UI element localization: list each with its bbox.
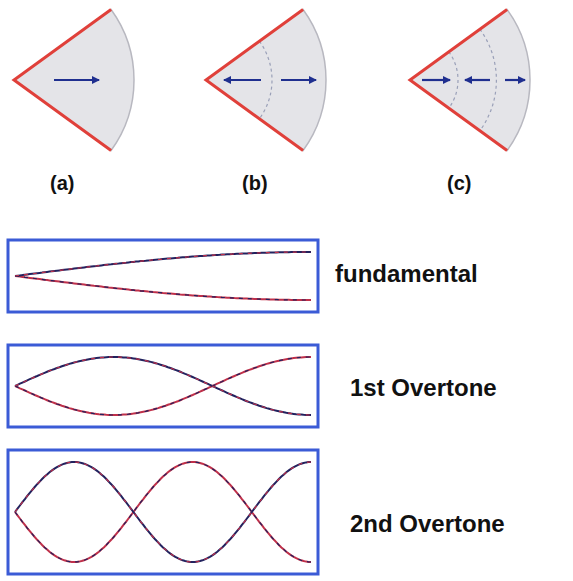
standing-wave [15, 462, 311, 562]
motion-arrow [465, 79, 490, 81]
standing-wave [15, 462, 311, 562]
panel-label: (b) [242, 172, 268, 195]
standing-wave [15, 252, 311, 276]
cone-sector [410, 9, 530, 150]
motion-arrow [54, 79, 99, 81]
standing-wave [15, 357, 311, 415]
cone-wall [410, 9, 507, 150]
wave-front [449, 52, 458, 108]
cone-sector [14, 9, 134, 150]
standing-wave [15, 357, 311, 415]
cone-wall [14, 9, 111, 150]
tube-box [8, 240, 318, 312]
cone-sector [206, 9, 326, 150]
standing-wave [15, 357, 311, 415]
standing-wave [15, 462, 311, 562]
tube-box [8, 450, 318, 574]
wave-front [259, 41, 272, 119]
standing-wave [15, 276, 311, 300]
panel-label: (c) [447, 172, 471, 195]
standing-wave [15, 462, 311, 562]
mode-label: fundamental [335, 260, 478, 288]
tube-box [8, 345, 318, 427]
panel-label: (a) [50, 172, 74, 195]
motion-arrow [422, 79, 450, 81]
motion-arrow [224, 79, 261, 81]
motion-arrow [505, 79, 525, 81]
standing-wave [15, 276, 311, 300]
standing-wave [15, 357, 311, 415]
motion-arrow [281, 79, 316, 81]
standing-wave [15, 252, 311, 276]
mode-label: 2nd Overtone [350, 510, 505, 538]
mode-label: 1st Overtone [350, 374, 497, 402]
